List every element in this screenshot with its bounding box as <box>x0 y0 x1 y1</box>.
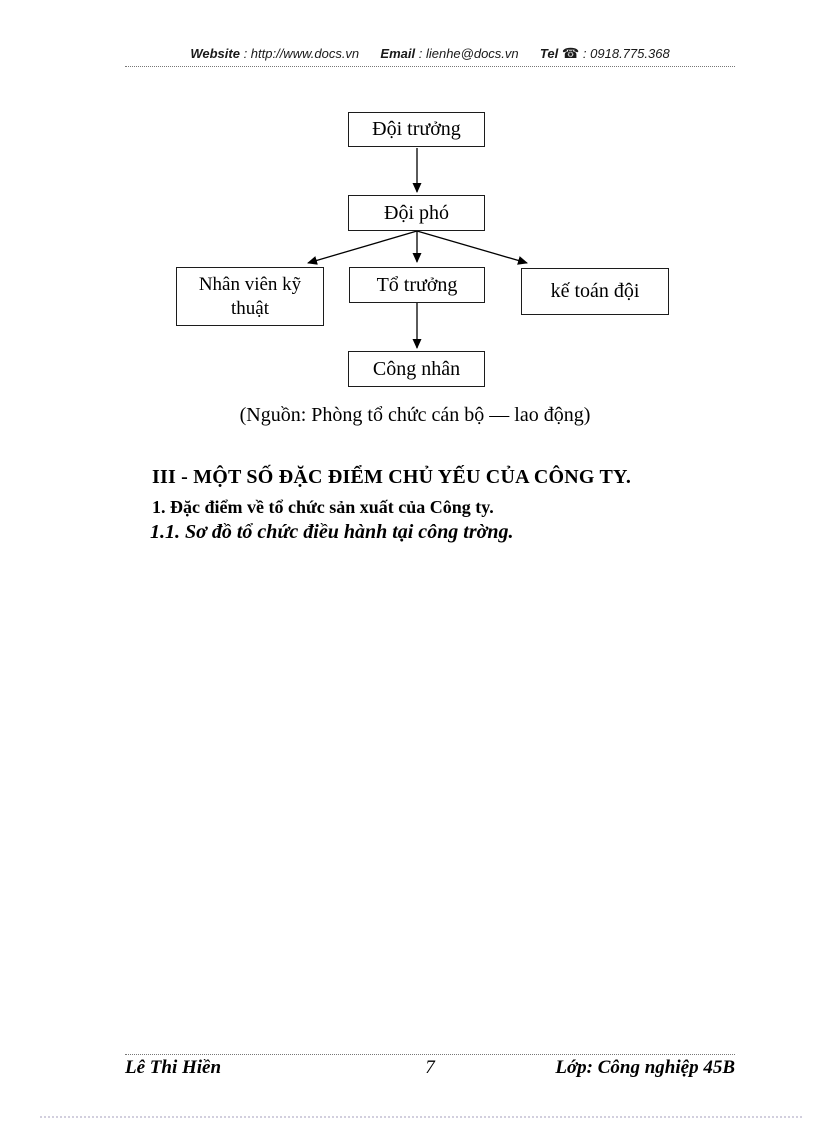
org-node-nhan-vien-ky-thuat: Nhân viên kỹ thuật <box>176 267 324 326</box>
tel-label: Tel <box>539 46 559 61</box>
arrow-left-down-icon <box>307 230 418 265</box>
email-label: Email <box>380 46 416 61</box>
page-header: Website : http://www.docs.vn Email : lie… <box>125 45 735 62</box>
section-heading: III - MỘT SỐ ĐẶC ĐIỂM CHỦ YẾU CỦA CÔNG T… <box>152 466 632 488</box>
footer-divider <box>125 1054 735 1055</box>
chart-source-caption: (Nguồn: Phòng tổ chức cán bộ — lao động) <box>239 404 591 426</box>
org-node-to-truong: Tổ trưởng <box>349 267 485 303</box>
email-value: : lienhe@docs.vn <box>418 46 519 61</box>
subsection-heading-1: 1. Đặc điểm về tổ chức sản xuất của Công… <box>152 497 494 517</box>
tel-value: : 0918.775.368 <box>582 46 670 61</box>
org-node-doi-truong: Đội trưởng <box>348 112 485 147</box>
org-node-cong-nhan: Công nhân <box>348 351 485 387</box>
website-value: : http://www.docs.vn <box>243 46 360 61</box>
header-divider <box>125 66 735 67</box>
footer-author: Lê Thi Hiền <box>125 1057 222 1078</box>
arrow-right-down-icon <box>416 230 528 265</box>
subsection-heading-1-1: 1.1. Sơ đồ tổ chức điều hành tại công tr… <box>150 521 514 543</box>
page-number: 7 <box>425 1057 435 1078</box>
footer-class: Lớp: Công nghiệp 45B <box>555 1057 735 1078</box>
page-bottom-dotted-edge <box>40 1116 802 1118</box>
org-node-ke-toan-doi: kế toán đội <box>521 268 669 315</box>
website-label: Website <box>190 46 240 61</box>
org-node-doi-pho: Đội phó <box>348 195 485 231</box>
page-footer: Lê Thi Hiền 7 Lớp: Công nghiệp 45B <box>125 1057 735 1079</box>
phone-icon: ☎ <box>561 45 580 61</box>
